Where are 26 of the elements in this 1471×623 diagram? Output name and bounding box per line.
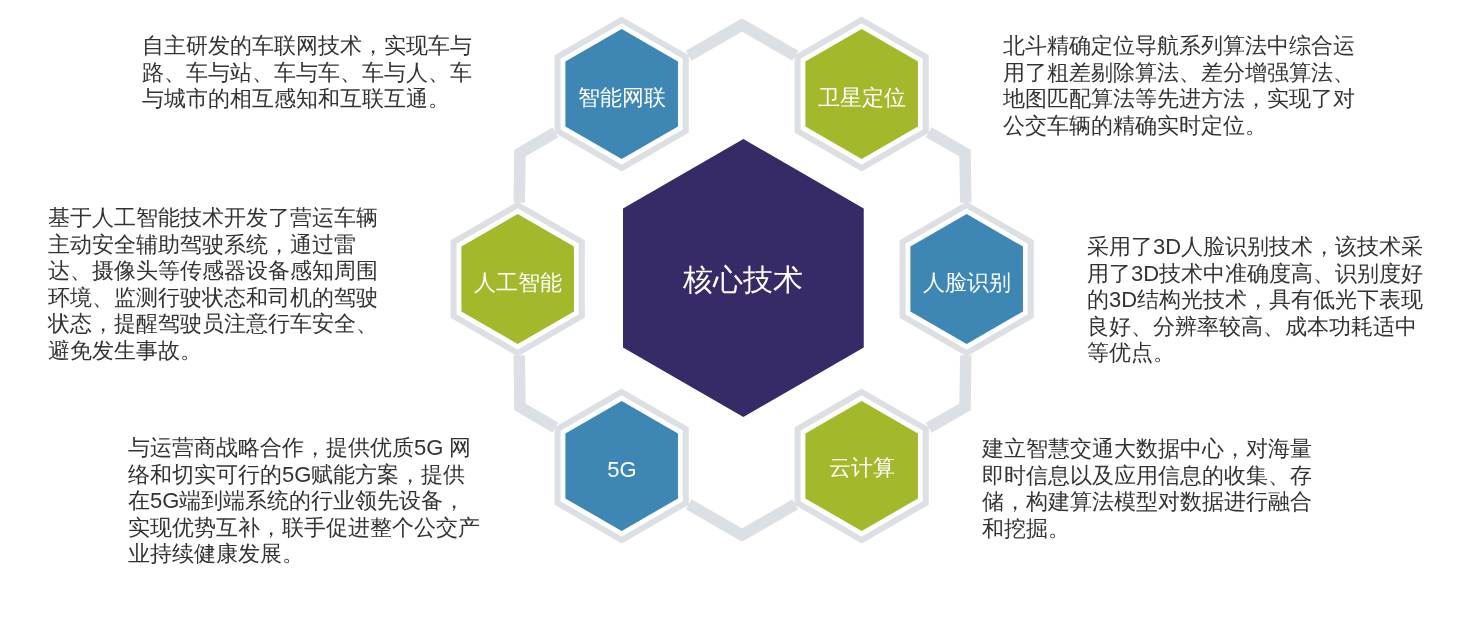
center-hexagon bbox=[622, 139, 864, 417]
hexagon-node bbox=[795, 17, 929, 171]
hexagon-node bbox=[900, 202, 1034, 356]
description-text: 与运营商战略合作，提供优质5G 网络和切实可行的5G赋能方案，提供在5G端到端系统的行业领先设备，实现优势互补，联手促进整个公交产业持续健康发展。 bbox=[128, 435, 480, 568]
connector-line bbox=[685, 18, 799, 61]
description-text: 采用了3D人脸识别技术，该技术采用了3D技术中准确度高、识别度好的3D结构光技术，具有低光下表现良好、分辨率较高、成本功耗适中等优点。 bbox=[1087, 234, 1425, 367]
hexagon-node bbox=[555, 17, 689, 171]
hexagon-node bbox=[555, 389, 689, 543]
node-label: 人脸识别 bbox=[923, 270, 1011, 296]
description-text: 自主研发的车联网技术，实现车与路、车与站、车与车、车与人、车与城市的相互感知和互联互通。 bbox=[142, 33, 473, 113]
description-text: 北斗精确定位导航系列算法中综合运用了粗差剔除算法、差分增强算法、地图匹配算法等先进方法，实现了对公交车辆的精确实时定位。 bbox=[1003, 33, 1356, 140]
description-text: 建立智慧交通大数据中心，对海量即时信息以及应用信息的收集、存储，构建算法模型对数据进行融合和挖掘。 bbox=[982, 436, 1313, 543]
node-label: 智能网联 bbox=[578, 85, 666, 111]
node-label: 卫星定位 bbox=[818, 85, 906, 111]
node-label: 人工智能 bbox=[474, 270, 562, 296]
connector-line bbox=[925, 127, 972, 203]
description-text: 基于人工智能技术开发了营运车辆主动安全辅助驾驶系统，通过雷达、摄像头等传感器设备感知周围环境、监测行驶状态和司机的驾驶状态，提醒驾驶员注意行车安全、避免发生事故。 bbox=[48, 205, 379, 365]
connector-line bbox=[685, 499, 799, 542]
node-label: 云计算 bbox=[829, 455, 895, 481]
hexagon-node bbox=[795, 389, 929, 543]
node-label: 5G bbox=[607, 457, 637, 483]
connector-line bbox=[513, 127, 559, 203]
connector-line bbox=[513, 355, 559, 433]
hexagon-node bbox=[451, 202, 585, 356]
node-label: 核心技术 bbox=[683, 262, 803, 298]
connector-line bbox=[925, 355, 972, 433]
